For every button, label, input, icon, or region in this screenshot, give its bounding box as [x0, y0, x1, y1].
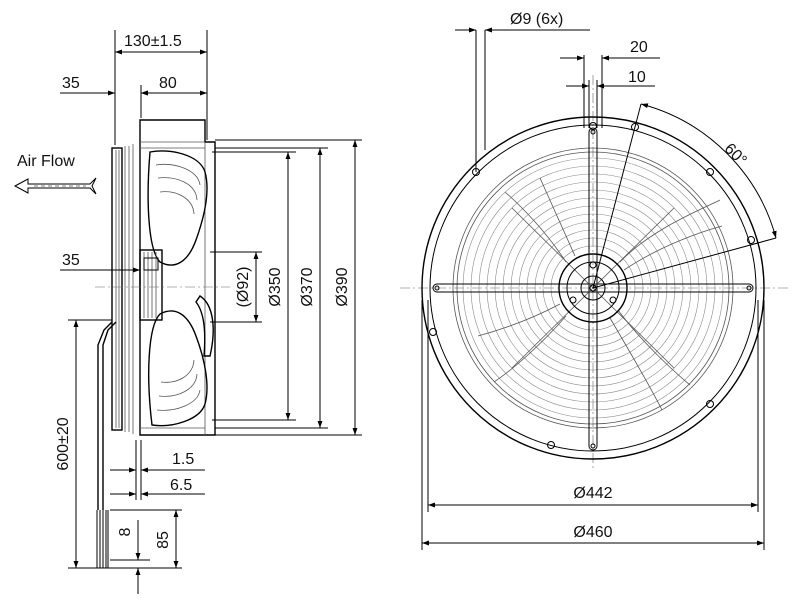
dim-slot-10-label: 10	[628, 69, 646, 86]
side-view: Air Flow 130±1.5 35 80 35 (Ø92)	[13, 30, 362, 594]
dim-offset-6-5-label: 6.5	[170, 477, 192, 494]
dim-angle-60-label: 60°	[721, 140, 750, 169]
dim-leads	[110, 509, 182, 594]
dim-hub-35-label: 35	[62, 252, 80, 269]
dim-slot-20-label: 20	[630, 39, 648, 56]
dim-hole-spec	[455, 27, 590, 172]
dim-dia-92-label: (Ø92)	[235, 267, 252, 308]
side-view-cable	[96, 321, 117, 568]
dim-body-80-label: 80	[159, 75, 177, 92]
dim-cable-length	[68, 319, 112, 569]
air-flow-label: Air Flow	[17, 153, 75, 170]
dim-dia-442-label: Ø442	[573, 485, 612, 502]
side-view-guard	[111, 144, 134, 434]
dim-slot	[560, 55, 660, 128]
dim-depth-total-label: 130±1.5	[124, 33, 182, 50]
dim-flange-35-label: 35	[62, 75, 80, 92]
front-view: Ø9 (6x) 20 10 60° Ø442	[400, 11, 790, 550]
dim-dia-390	[215, 139, 362, 436]
side-view-blades	[147, 150, 214, 427]
dim-angle-60	[592, 103, 777, 289]
dim-depth-total	[114, 30, 208, 145]
dim-lead-8-label: 8	[117, 527, 134, 536]
dim-dia-460	[421, 300, 765, 550]
dim-offset-1-5-label: 1.5	[172, 451, 194, 468]
air-flow-arrow	[13, 177, 97, 195]
dim-dia-460-label: Ø460	[573, 524, 612, 541]
dim-lead-85-label: 85	[155, 531, 172, 549]
dim-dia-370-label: Ø370	[299, 267, 316, 306]
dim-hole-spec-label: Ø9 (6x)	[510, 11, 563, 28]
dim-dia-442	[427, 300, 759, 512]
mounting-holes	[429, 122, 755, 449]
guard-concentric-wires	[462, 157, 724, 419]
front-view-blades	[477, 177, 723, 411]
side-view-motor-body	[139, 119, 216, 436]
inner-flange-ring	[429, 124, 757, 452]
dim-dia-390-label: Ø390	[334, 267, 351, 306]
front-view-hub	[558, 253, 628, 323]
outer-flange-ring	[421, 116, 765, 460]
side-view-hub	[139, 249, 163, 321]
dim-dia-370	[215, 147, 328, 429]
dim-cable-length-label: 600±20	[55, 417, 72, 470]
dim-dia-92	[210, 251, 262, 323]
dim-offsets	[110, 440, 205, 500]
dim-flange-body	[60, 85, 207, 118]
dim-dia-350-label: Ø350	[267, 267, 284, 306]
dim-dia-350	[212, 151, 296, 421]
